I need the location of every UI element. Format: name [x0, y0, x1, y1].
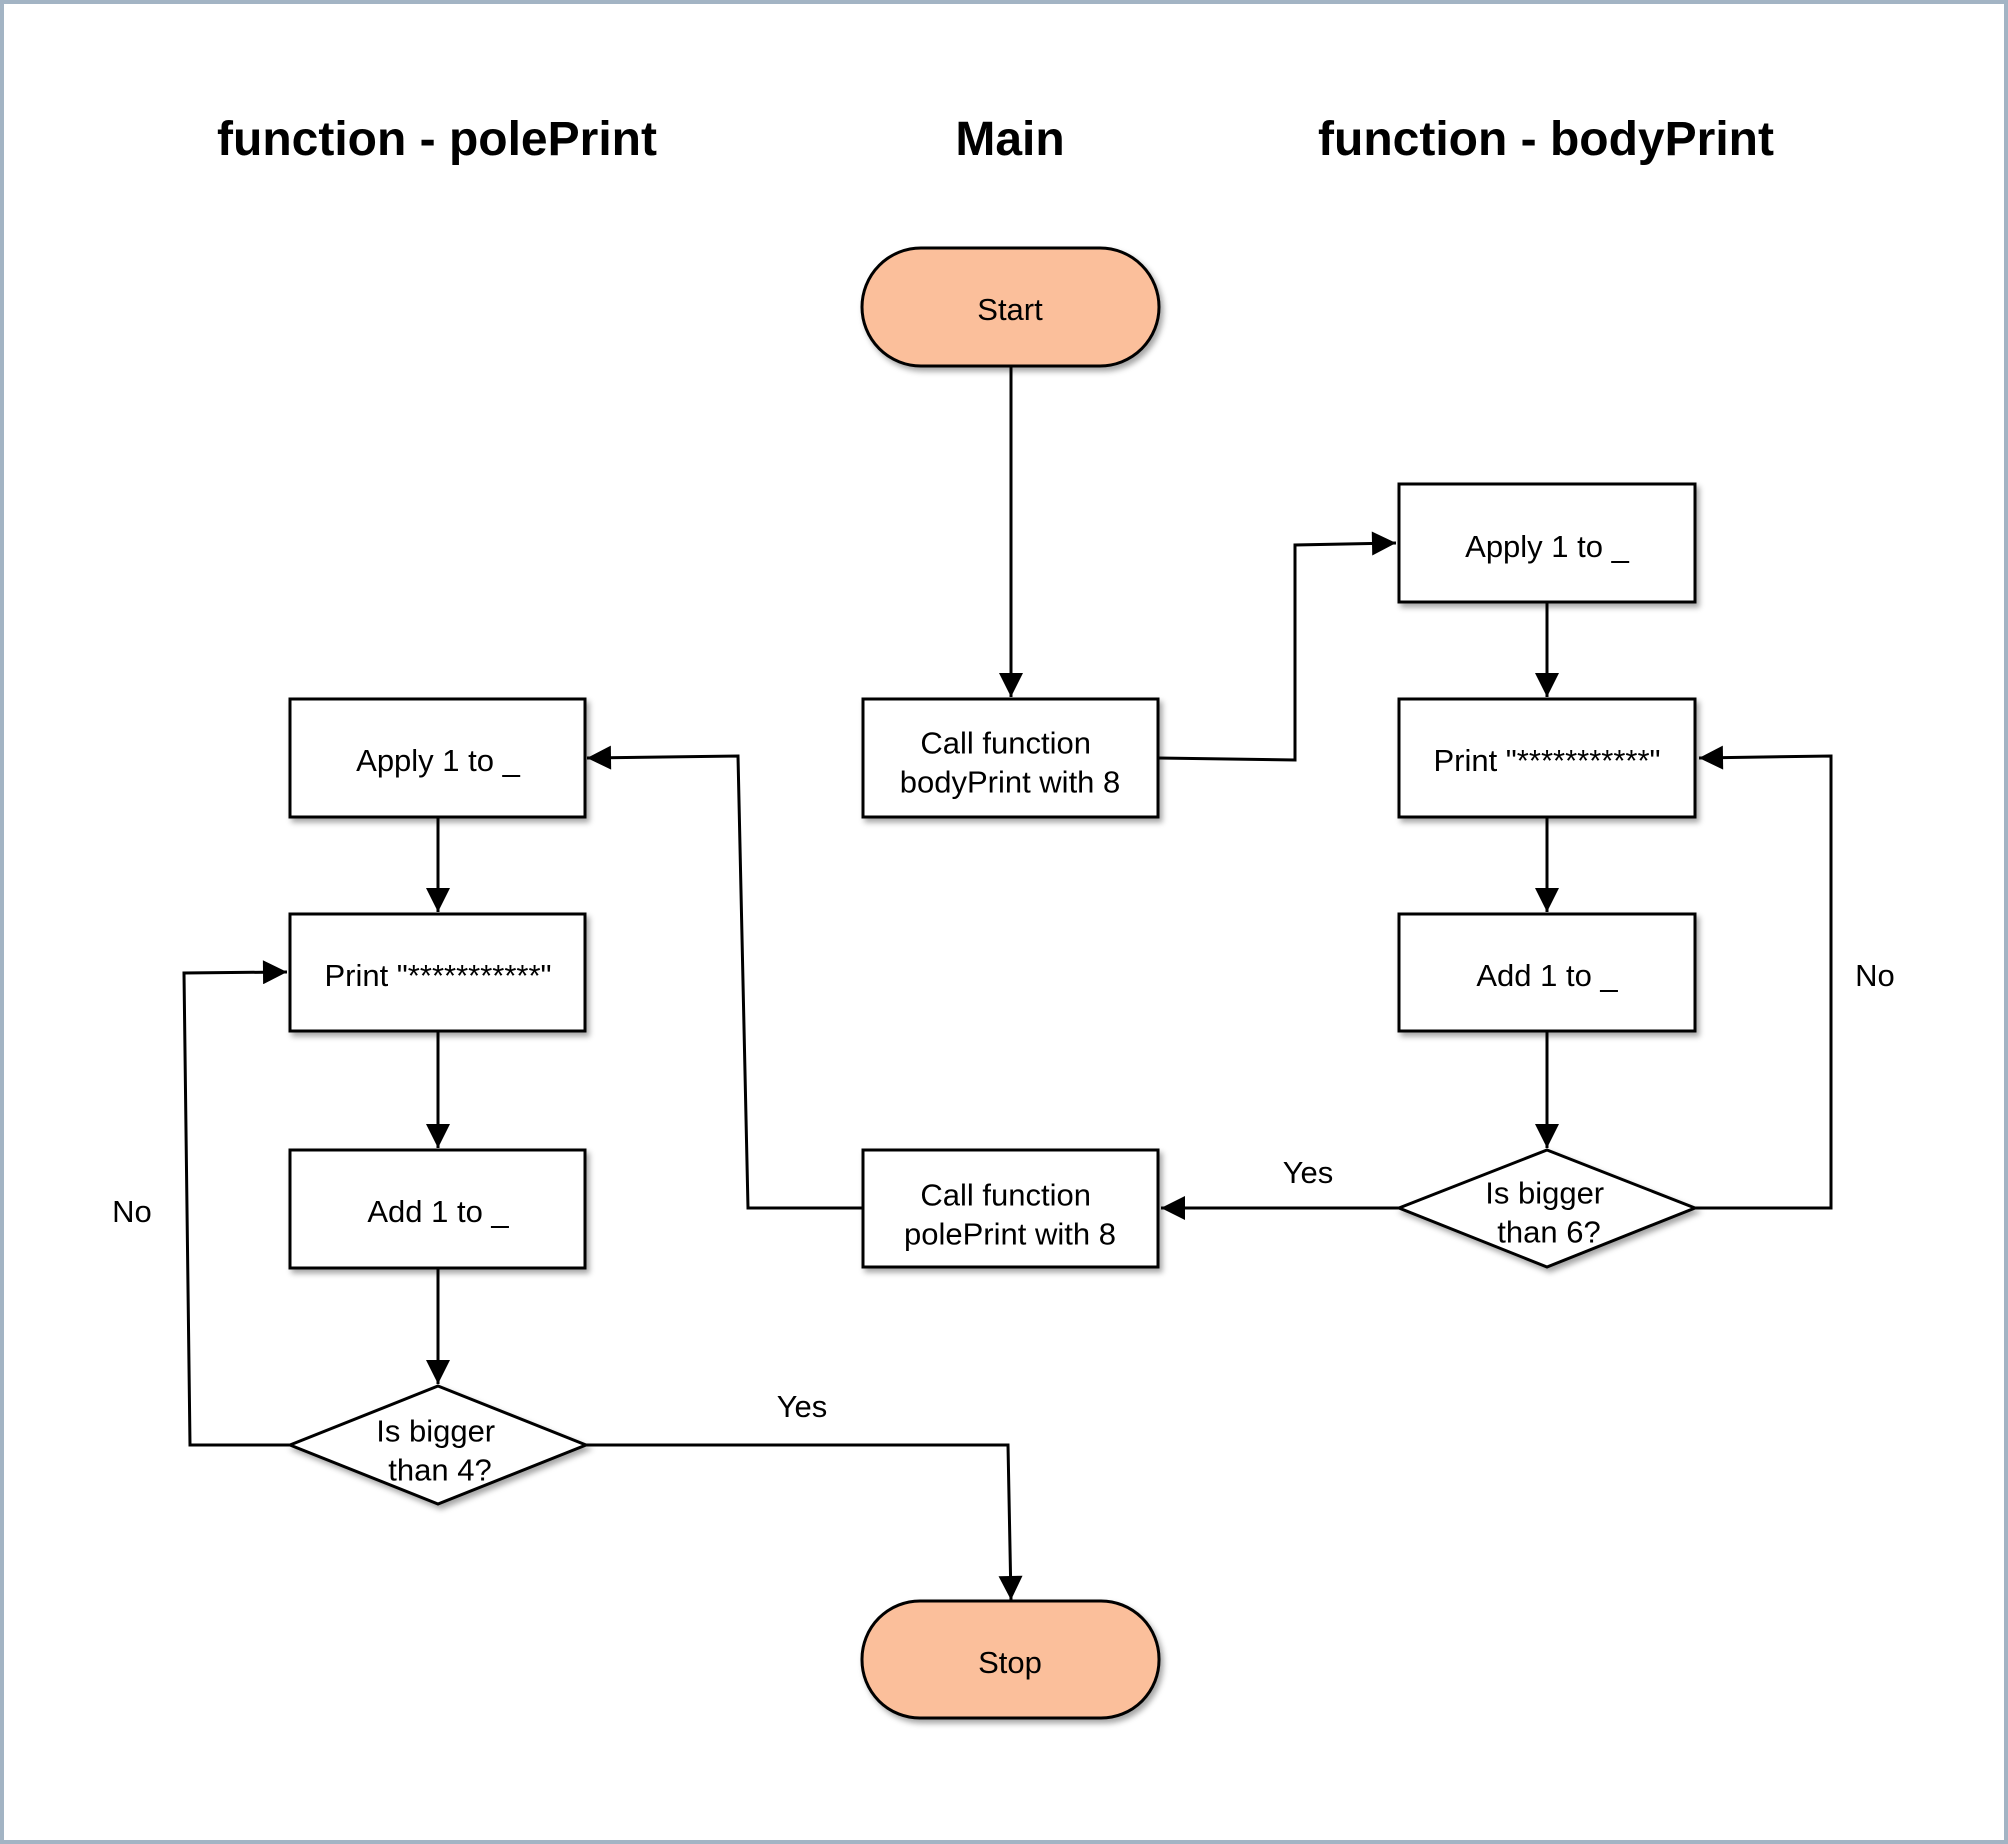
- edge-call-pole-to-pole-apply: [586, 745, 863, 1210]
- process-pole-print: Print "***********": [288, 912, 587, 1033]
- decision-pole-shape: [285, 1384, 591, 1506]
- stop-terminal-label: Stop: [978, 1645, 1042, 1680]
- edge-pole-decision-yes: [586, 1443, 1023, 1601]
- process-pole-apply: Apply 1 to _: [288, 697, 587, 819]
- heading-main: Main: [955, 113, 1064, 166]
- process-body-print-label: Print "***********": [1433, 743, 1660, 778]
- process-call-bodyprint-shape: [861, 697, 1160, 819]
- process-pole-add-label: Add 1 to _: [367, 1194, 509, 1229]
- process-pole-print-label: Print "***********": [324, 958, 551, 993]
- process-body-add-shape: [1397, 912, 1697, 1033]
- process-pole-apply-label: Apply 1 to _: [356, 743, 520, 778]
- process-pole-print-shape: [288, 912, 587, 1033]
- decision-pole-bigger-than-4: Is bigger than 4?: [285, 1384, 591, 1506]
- process-call-bodyprint: Call function bodyPrint with 8: [861, 697, 1160, 819]
- process-call-poleprint-shape: [861, 1148, 1160, 1269]
- process-body-apply: Apply 1 to _: [1397, 482, 1697, 604]
- process-pole-add-shape: [288, 1148, 587, 1270]
- process-call-poleprint-label: Call function polePrint with 8: [904, 1177, 1116, 1251]
- edge-pole-decision-no: [182, 960, 290, 1447]
- decision-body-label: Is bigger than 6?: [1485, 1175, 1613, 1249]
- process-pole-add: Add 1 to _: [288, 1148, 587, 1270]
- process-call-poleprint: Call function polePrint with 8: [861, 1148, 1160, 1269]
- start-terminal-shape: [860, 246, 1161, 368]
- edge-label-body-yes: Yes: [1283, 1155, 1334, 1190]
- edge-body-decision-no: [1695, 745, 1833, 1210]
- edge-label-pole-no: No: [112, 1194, 152, 1229]
- decision-body-bigger-than-6: Is bigger than 6?: [1394, 1148, 1700, 1269]
- process-body-print: Print "***********": [1397, 697, 1697, 819]
- stop-terminal-shape: [860, 1599, 1161, 1720]
- process-body-apply-shape: [1397, 482, 1697, 604]
- process-pole-apply-shape: [288, 697, 587, 819]
- heading-poleprint: function - polePrint: [217, 113, 657, 166]
- decision-body-shape: [1394, 1148, 1700, 1269]
- process-body-apply-label: Apply 1 to _: [1465, 529, 1629, 564]
- heading-bodyprint: function - bodyPrint: [1318, 113, 1774, 166]
- process-body-add: Add 1 to _: [1397, 912, 1697, 1033]
- edge-call-body-to-body-apply: [1157, 531, 1397, 762]
- start-terminal-label: Start: [977, 292, 1043, 327]
- start-terminal: Start: [860, 246, 1161, 368]
- nodes: Start Call function bodyPrint with 8 App…: [285, 246, 1700, 1720]
- process-body-print-shape: [1397, 697, 1697, 819]
- stop-terminal: Stop: [860, 1599, 1161, 1720]
- edge-label-body-no: No: [1855, 958, 1895, 993]
- process-body-add-label: Add 1 to _: [1476, 958, 1618, 993]
- decision-pole-label: Is bigger than 4?: [376, 1413, 504, 1487]
- edges: [182, 366, 1833, 1601]
- process-call-bodyprint-label: Call function bodyPrint with 8: [900, 725, 1121, 799]
- edge-label-pole-yes: Yes: [777, 1389, 828, 1424]
